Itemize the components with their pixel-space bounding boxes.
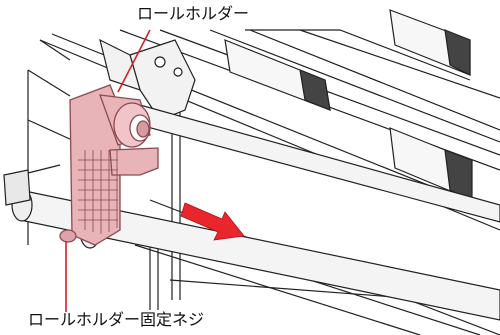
holder-grid	[78, 150, 118, 234]
machine-frame	[19, 29, 500, 335]
roll-pipes	[3, 104, 500, 321]
callout-label-roll-holder-fixing-screw: ロールホルダー固定ネジ	[28, 310, 205, 329]
red-right-arrow-icon	[180, 202, 245, 241]
callout-lines	[65, 29, 151, 312]
callout-label-roll-holder: ロールホルダー	[137, 4, 250, 23]
right-panels	[224, 9, 473, 201]
roll-holder	[59, 84, 159, 246]
top-bracket	[99, 38, 196, 121]
callout-line-roll-holder	[117, 29, 151, 93]
